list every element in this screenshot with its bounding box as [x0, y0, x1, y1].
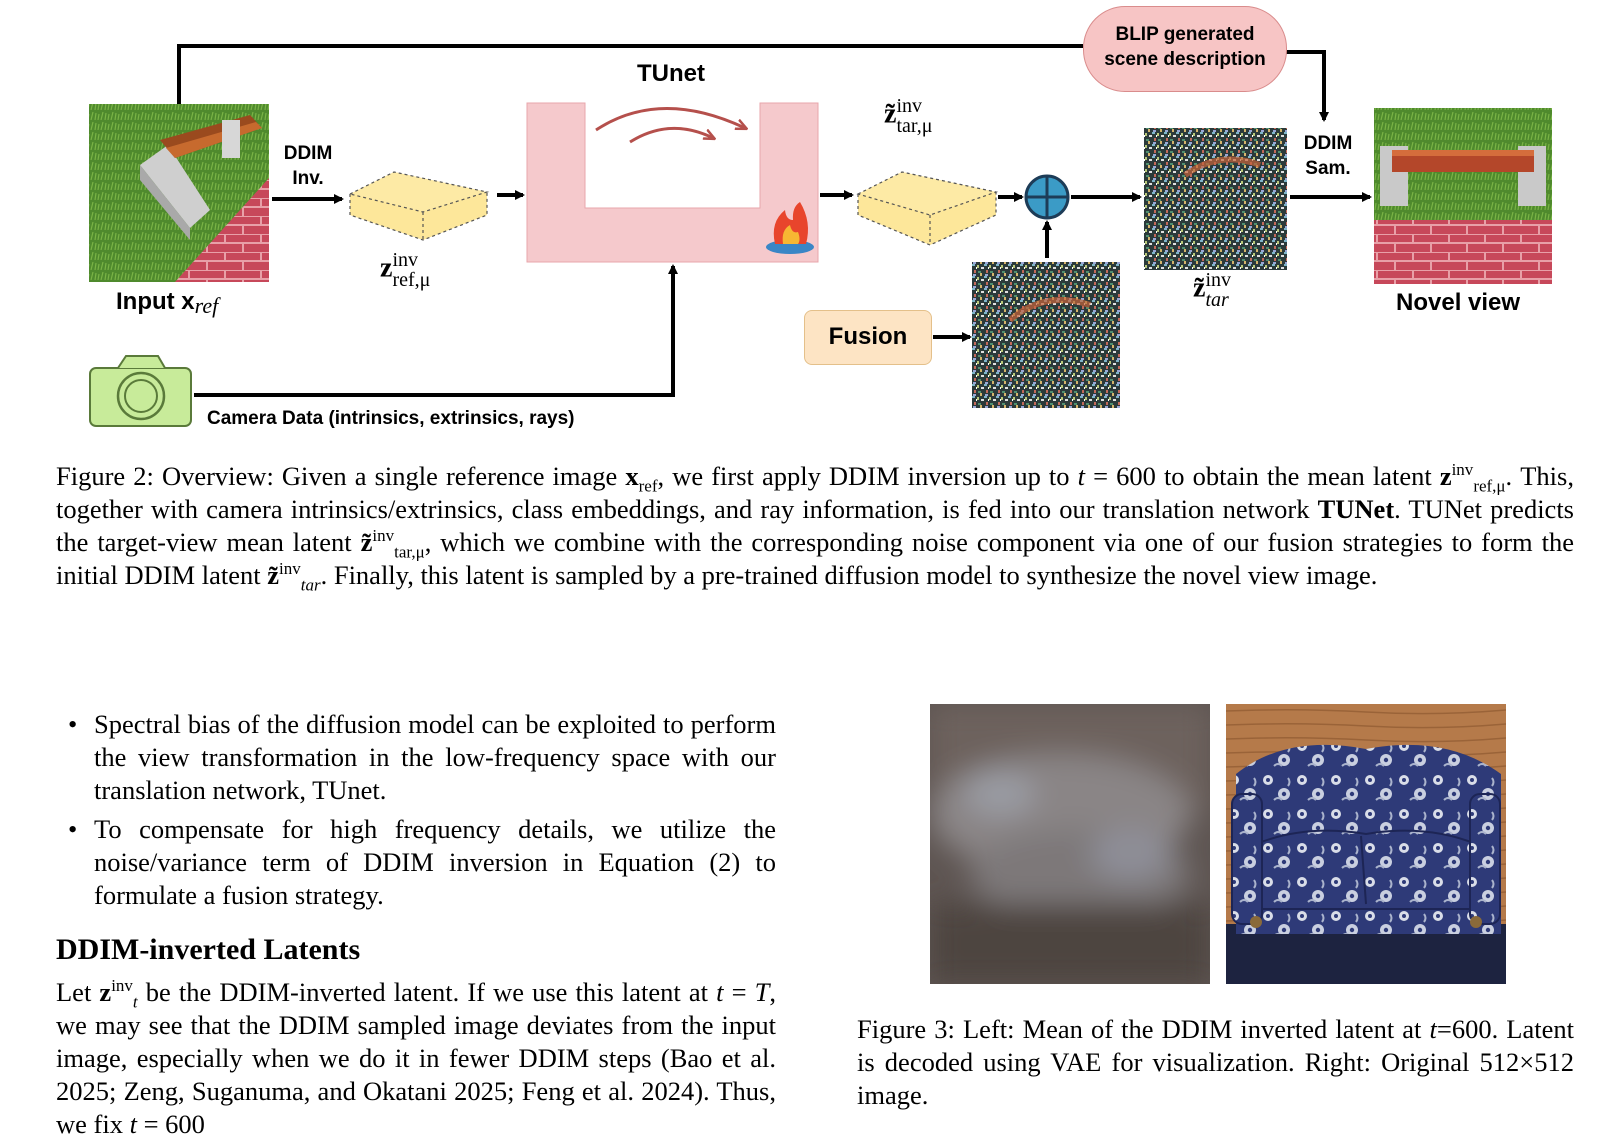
bullet-dot: • — [68, 814, 78, 844]
blip-box: BLIP generated scene description — [1083, 6, 1287, 92]
caption2-part2: , we first apply DDIM inversion up to — [657, 461, 1078, 491]
target-latent-image — [1144, 128, 1287, 270]
z-ref-sup: inv — [392, 249, 418, 271]
ddim-sam-label: DDIM Sam. — [1288, 132, 1368, 181]
novel-view-image — [1374, 108, 1552, 284]
section-title: DDIM-inverted Latents — [56, 933, 361, 966]
section-body: Let zinvt be the DDIM-inverted latent. I… — [56, 976, 776, 1141]
figure-3-caption: Figure 3: Left: Mean of the DDIM inverte… — [857, 1013, 1574, 1112]
section-t: t — [716, 977, 724, 1007]
section-t2: t — [129, 1109, 137, 1139]
z-tar-base: z̃ — [1193, 272, 1206, 304]
bullet-text: Spectral bias of the diffusion model can… — [94, 709, 776, 805]
novel-view-label: Novel view — [1396, 289, 1521, 316]
caption2-tunet: TUNet — [1317, 494, 1395, 524]
latent-cube-ref — [348, 171, 490, 241]
ddim-inv-line2: Inv. — [292, 167, 324, 189]
section-z: z — [99, 977, 112, 1007]
caption2-xref-sub: ref — [638, 476, 658, 496]
ddim-inv-line1: DDIM — [283, 143, 333, 164]
section-part3: = — [723, 977, 755, 1007]
section-part5: = 600 — [136, 1109, 205, 1139]
section-part1: Let — [56, 977, 100, 1007]
z-tar-mu-base: z̃ — [884, 98, 897, 130]
input-label-sub: ref — [194, 293, 219, 318]
section-z-sub: t — [132, 992, 138, 1012]
tunet-label: TUnet — [637, 60, 705, 87]
ddim-sam-line2: Sam. — [1305, 157, 1351, 179]
z-tar-sup: inv — [1205, 269, 1231, 291]
section-T: T — [754, 977, 770, 1007]
plus-circle-icon — [1024, 174, 1070, 220]
figure-2-caption: Figure 2: Overview: Given a single refer… — [56, 460, 1574, 595]
latent-cube-tar — [856, 171, 999, 246]
z-tar-mu-sup: inv — [896, 95, 922, 117]
figure-3-original-image — [1226, 704, 1506, 984]
figure-3-mean-latent-image — [930, 704, 1210, 984]
z-ref-base: z — [380, 252, 393, 284]
caption2-part4: . This, together with camera intrinsics/… — [56, 461, 1574, 524]
bullet-item: • Spectral bias of the diffusion model ca… — [56, 708, 776, 807]
z-tar-mu-sub: tar,μ — [896, 115, 933, 137]
caption2-part1: Figure 2: Overview: Given a single refer… — [56, 461, 626, 491]
caption2-zt2: z̃ — [267, 560, 279, 590]
fusion-box: Fusion — [804, 310, 932, 365]
caption2-zt2-sup: inv — [279, 559, 301, 579]
ddim-inv-label: DDIM Inv. — [272, 142, 344, 191]
input-label: Input xref — [116, 288, 218, 319]
figure-2-graphics — [89, 44, 1552, 427]
caption2-part6: , which we combine with the correspondin… — [56, 527, 1574, 590]
caption3-part2: =600. Latent is decoded using VAE for vi… — [857, 1014, 1574, 1110]
input-image — [89, 104, 269, 282]
figure-3-original-graphic — [1226, 704, 1506, 984]
noise-image — [972, 262, 1120, 408]
caption3-part1: Figure 3: Left: Mean of the DDIM inverte… — [857, 1014, 1430, 1044]
caption2-part7: . Finally, this latent is sampled by a p… — [320, 560, 1378, 590]
figure-3-mean-latent-graphic — [930, 704, 1210, 984]
caption2-zt2-sub: tar — [300, 575, 321, 595]
blip-label-line1: BLIP generated — [1115, 24, 1255, 45]
tunet-block — [526, 102, 819, 263]
ddim-sam-line1: DDIM — [1303, 133, 1353, 154]
z-tar-sub: tar — [1205, 289, 1229, 311]
caption2-zt-sup: inv — [372, 526, 395, 546]
bullet-list: • Spectral bias of the diffusion model ca… — [56, 708, 776, 912]
caption2-z: z — [1439, 461, 1452, 491]
figure-2-diagram: BLIP generated scene description Fusion … — [0, 0, 1621, 440]
section-z-sup: inv — [111, 976, 133, 996]
caption2-t: t — [1077, 461, 1086, 491]
caption2-xref: x — [625, 461, 639, 491]
bullet-dot: • — [68, 709, 78, 739]
z-ref-sub: ref,μ — [392, 269, 431, 291]
caption2-part5: . TUNet predicts the target-view mean la… — [56, 494, 1574, 557]
fusion-label: Fusion — [828, 323, 908, 350]
section-part4: , we may see that the DDIM sampled image… — [56, 977, 776, 1139]
bullet-item: • To compensate for high frequency detail… — [56, 813, 776, 912]
input-label-text: Input x — [116, 288, 195, 315]
bullet-text: To compensate for high frequency details… — [94, 814, 776, 910]
caption2-zt: z̃ — [360, 527, 373, 557]
caption3-t: t — [1429, 1014, 1437, 1044]
caption2-z-sup: inv — [1451, 460, 1474, 480]
left-column: • Spectral bias of the diffusion model ca… — [56, 708, 776, 1141]
section-part2: be the DDIM-inverted latent. If we use t… — [137, 977, 717, 1007]
camera-data-label: Camera Data (intrinsics, extrinsics, ray… — [207, 408, 575, 429]
blip-label-line2: scene description — [1104, 48, 1266, 70]
camera-icon — [89, 355, 192, 427]
caption2-z-sub: ref,μ — [1473, 476, 1506, 496]
caption2-zt-sub: tar,μ — [394, 542, 425, 562]
caption2-part3: = 600 to obtain the mean latent — [1085, 461, 1440, 491]
flame-icon — [766, 202, 814, 254]
